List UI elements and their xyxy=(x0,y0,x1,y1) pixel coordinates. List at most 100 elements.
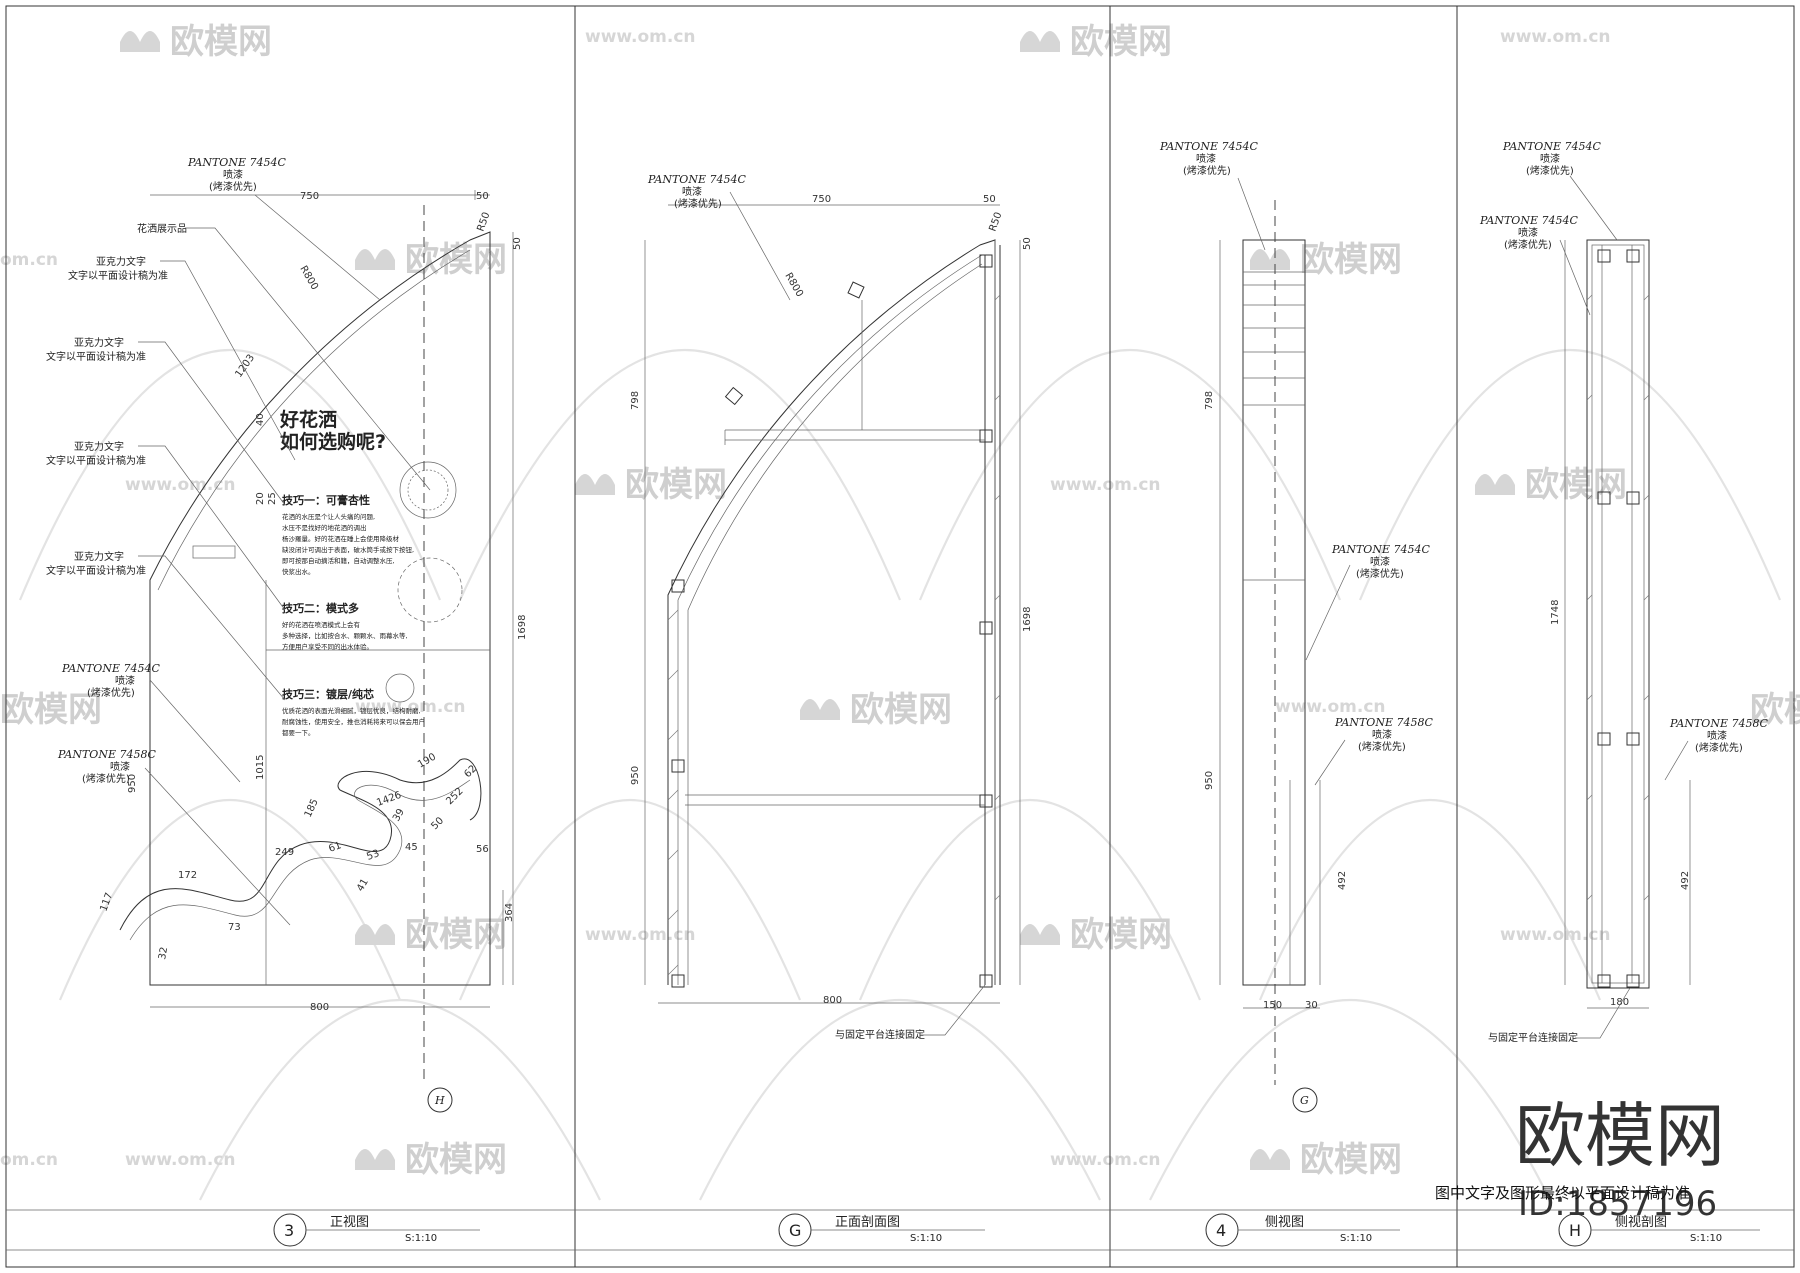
svg-text:(烤漆优先): (烤漆优先) xyxy=(1356,567,1404,580)
svg-text:249: 249 xyxy=(275,847,294,858)
svg-text:50: 50 xyxy=(983,194,996,205)
watermark-arches xyxy=(18,348,1782,1201)
svg-text:(烤漆优先): (烤漆优先) xyxy=(1504,238,1552,251)
svg-text:喷漆: 喷漆 xyxy=(223,168,243,181)
svg-text:PANTONE 7454C: PANTONE 7454C xyxy=(647,173,746,186)
watermark-logos: 欧模网 欧模网 欧模网 欧模网 欧模网 欧模网 欧模网 欧模网 欧模网 欧模网 … xyxy=(0,22,1800,1180)
svg-text:1698: 1698 xyxy=(1022,607,1033,632)
svg-text:H: H xyxy=(1569,1221,1581,1240)
svg-text:172: 172 xyxy=(178,870,197,881)
svg-text:50: 50 xyxy=(512,237,523,250)
svg-text:1698: 1698 xyxy=(517,615,528,640)
svg-text:1748: 1748 xyxy=(1550,600,1561,625)
svg-text:耐腐蚀性，使用安全，推也消耗将来可以保会用户: 耐腐蚀性，使用安全，推也消耗将来可以保会用户 xyxy=(282,717,425,726)
svg-text:800: 800 xyxy=(310,1002,329,1013)
svg-text:56: 56 xyxy=(476,844,489,855)
svg-text:(烤漆优先): (烤漆优先) xyxy=(87,686,135,699)
svg-text:方便用户享受不同的出水体验。: 方便用户享受不同的出水体验。 xyxy=(282,642,373,651)
svg-text:PANTONE 7454C: PANTONE 7454C xyxy=(1479,214,1578,227)
svg-text:364: 364 xyxy=(504,903,515,922)
svg-text:欧模网: 欧模网 xyxy=(405,1140,507,1180)
svg-text:4: 4 xyxy=(1216,1221,1226,1240)
flower-display-label: 花洒展示品 xyxy=(137,222,187,235)
svg-text:950: 950 xyxy=(630,766,641,785)
svg-text:798: 798 xyxy=(1204,391,1215,410)
svg-text:180: 180 xyxy=(1610,997,1629,1008)
svg-text:与固定平台连接固定: 与固定平台连接固定 xyxy=(835,1028,925,1041)
svg-text:欧模网: 欧模网 xyxy=(1300,1140,1402,1180)
svg-text:欧模网: 欧模网 xyxy=(1070,22,1172,62)
svg-text:(烤漆优先): (烤漆优先) xyxy=(1183,164,1231,177)
svg-text:150: 150 xyxy=(1263,1000,1282,1011)
svg-text:PANTONE 7454C: PANTONE 7454C xyxy=(1502,140,1601,153)
front-view: H 好花洒 如何选购呢? 技巧一：可膏杏性 花洒的水压是个让人头痛的问题, 水压… xyxy=(46,156,528,1113)
svg-text:45: 45 xyxy=(405,842,418,853)
svg-text:www.om.cn: www.om.cn xyxy=(1050,475,1161,495)
svg-text:亚克力文字: 亚克力文字 xyxy=(74,336,124,349)
poster-title-2: 如何选购呢? xyxy=(280,430,386,453)
svg-text:欧模网: 欧模网 xyxy=(1750,690,1800,730)
svg-text:PANTONE 7458C: PANTONE 7458C xyxy=(1334,716,1433,729)
svg-text:185: 185 xyxy=(303,797,321,819)
tip1-title: 技巧一：可膏杏性 xyxy=(282,493,370,507)
svg-text:www.om.cn: www.om.cn xyxy=(1050,1150,1161,1170)
svg-text:om.cn: om.cn xyxy=(0,250,58,270)
svg-text:快浆出水。: 快浆出水。 xyxy=(282,567,315,576)
svg-text:750: 750 xyxy=(812,194,831,205)
svg-text:50: 50 xyxy=(476,191,489,202)
svg-text:62: 62 xyxy=(462,763,479,780)
tip3-title: 技巧三：镀层/纯芯 xyxy=(282,687,374,701)
svg-text:800: 800 xyxy=(823,995,842,1006)
svg-text:om.cn: om.cn xyxy=(0,1150,58,1170)
svg-text:53: 53 xyxy=(365,848,381,863)
brand-watermark: 欧模网 ID:1857196 图中文字及图形最终以平面设计稿为准 xyxy=(1435,1095,1725,1224)
panel-title-front: 正视图 xyxy=(330,1215,369,1230)
svg-text:www.om.cn: www.om.cn xyxy=(355,697,466,717)
svg-text:都要一下。: 都要一下。 xyxy=(282,729,315,737)
section-marker-g: G xyxy=(1300,1094,1309,1107)
svg-text:1203: 1203 xyxy=(233,353,257,380)
svg-text:www.om.cn: www.om.cn xyxy=(1500,925,1611,945)
svg-text:欧模网: 欧模网 xyxy=(1300,240,1402,280)
svg-text:950: 950 xyxy=(127,774,138,793)
panel-title-side-section: 侧视剖图 xyxy=(1615,1215,1667,1230)
svg-text:www.om.cn: www.om.cn xyxy=(125,475,236,495)
poster-title-1: 好花洒 xyxy=(279,408,337,431)
svg-text:www.om.cn: www.om.cn xyxy=(1275,697,1386,717)
svg-text:117: 117 xyxy=(98,891,115,913)
svg-text:欧模网: 欧模网 xyxy=(405,240,507,280)
svg-text:S:1:10: S:1:10 xyxy=(405,1233,437,1244)
svg-text:亚克力文字: 亚克力文字 xyxy=(74,440,124,453)
svg-text:492: 492 xyxy=(1337,871,1348,890)
svg-text:32: 32 xyxy=(157,946,170,960)
svg-text:即可按那自动摘活和籍，自动调整水压,: 即可按那自动摘活和籍，自动调整水压, xyxy=(282,556,395,565)
svg-text:欧模网: 欧模网 xyxy=(405,915,507,955)
id-text: ID:1857196 xyxy=(1518,1184,1717,1224)
svg-text:(烤漆优先): (烤漆优先) xyxy=(209,180,257,193)
svg-text:喷漆: 喷漆 xyxy=(110,760,130,773)
svg-text:www.om.cn: www.om.cn xyxy=(125,1150,236,1170)
svg-text:杨沙羅量。好的花洒在睡上会使用降级材: 杨沙羅量。好的花洒在睡上会使用降级材 xyxy=(282,534,400,543)
svg-text:190: 190 xyxy=(416,752,438,771)
svg-text:798: 798 xyxy=(630,391,641,410)
svg-text:S:1:10: S:1:10 xyxy=(1340,1233,1372,1244)
title-block: 3 正视图 S:1:10 G 正面剖面图 S:1:10 4 侧视图 S:1:10… xyxy=(273,1213,1760,1247)
svg-text:喷漆: 喷漆 xyxy=(1707,729,1727,742)
svg-text:亚克力文字: 亚克力文字 xyxy=(96,255,146,268)
svg-text:欧模网: 欧模网 xyxy=(170,22,272,62)
svg-text:喷漆: 喷漆 xyxy=(1196,152,1216,165)
svg-text:39: 39 xyxy=(391,807,407,824)
svg-text:多种选择，比如按合水、颗颗水、雨幕水等,: 多种选择，比如按合水、颗颗水、雨幕水等, xyxy=(282,631,408,640)
svg-text:1426: 1426 xyxy=(375,790,403,809)
brand-logo-text: 欧模网 xyxy=(1515,1095,1725,1177)
svg-text:喷漆: 喷漆 xyxy=(115,674,135,687)
svg-text:欧模网: 欧模网 xyxy=(625,465,727,505)
side-section-view: 1748 492 180 PANTONE 7454C 喷漆 (烤漆优先) PAN… xyxy=(1479,140,1768,1044)
footnote-text: 图中文字及图形最终以平面设计稿为准 xyxy=(1435,1184,1690,1202)
svg-text:950: 950 xyxy=(1204,771,1215,790)
svg-text:S:1:10: S:1:10 xyxy=(910,1233,942,1244)
section-marker-h: H xyxy=(434,1094,445,1107)
shower-head-icon xyxy=(399,461,457,519)
svg-text:www.om.cn: www.om.cn xyxy=(1500,27,1611,47)
